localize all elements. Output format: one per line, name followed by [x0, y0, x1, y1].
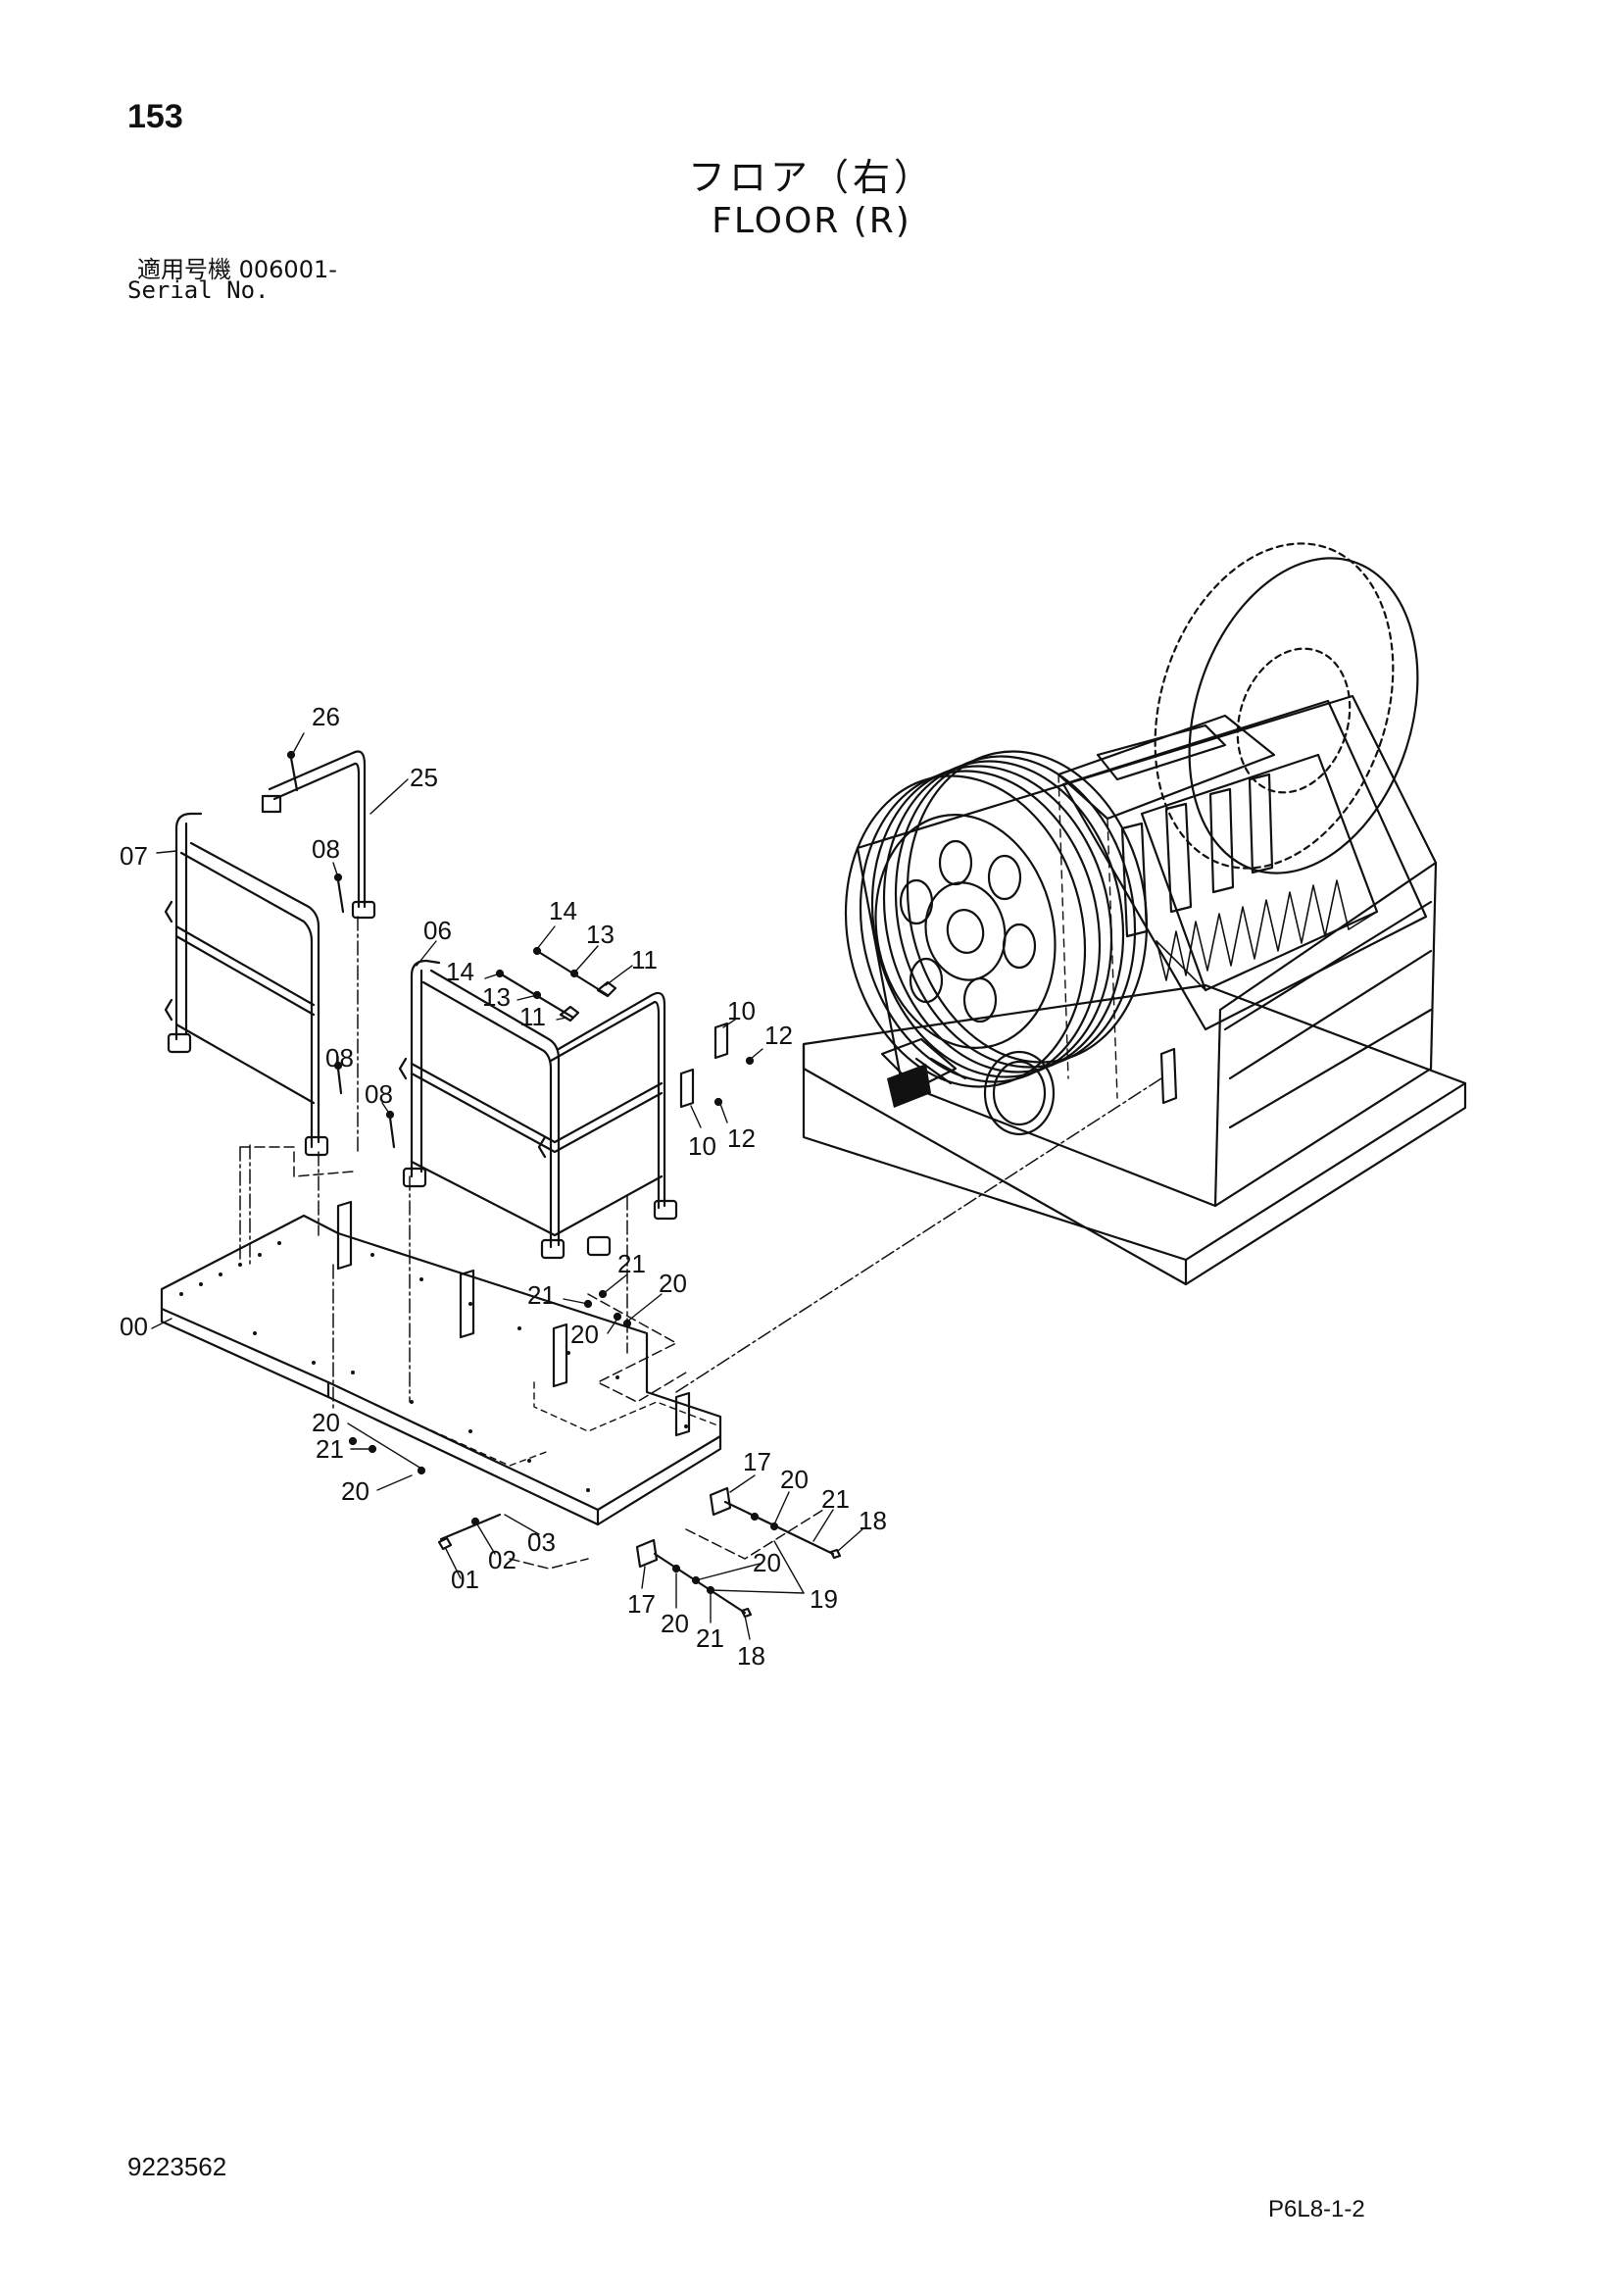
callout-06: 06	[423, 916, 452, 945]
crusher-rib-2	[1228, 949, 1433, 1080]
callout-25: 25	[410, 763, 438, 792]
callout-10-b: 10	[688, 1131, 716, 1161]
callout-20-e: 20	[780, 1465, 809, 1494]
callout-20-f: 20	[753, 1548, 781, 1577]
callout-18-a: 18	[859, 1506, 887, 1535]
callout-17-b: 17	[627, 1589, 656, 1619]
pulley-left	[844, 750, 1149, 1088]
handrail-07	[164, 812, 329, 1157]
floor-plate-00	[160, 1200, 722, 1526]
hidden-edge-1	[1057, 774, 1069, 1079]
hardware-items	[286, 750, 842, 1619]
callout-17-a: 17	[743, 1447, 771, 1476]
callout-00: 00	[120, 1312, 148, 1341]
callout-21-e: 21	[696, 1623, 724, 1653]
callout-14-b: 14	[446, 957, 474, 986]
crusher-jaw-opening	[1140, 753, 1379, 992]
hidden-edge-2	[1107, 818, 1118, 1099]
callout-20-d: 20	[341, 1476, 369, 1506]
callout-labels: 26 25 07 08 08 08 06 14 13 11 14 13 11 1…	[120, 702, 887, 1671]
title-japanese: フロア（右）	[687, 156, 935, 199]
callout-10-a: 10	[727, 996, 756, 1025]
callout-21-c: 21	[316, 1434, 344, 1464]
side-cover-plate-inner	[992, 1060, 1047, 1126]
crusher-rib-3	[1228, 1008, 1433, 1129]
mount-bracket	[1159, 1047, 1178, 1105]
callout-08-a: 08	[312, 834, 340, 864]
callout-14-a: 14	[549, 896, 577, 925]
shaft-block	[1096, 724, 1227, 781]
callout-21-d: 21	[821, 1484, 850, 1514]
jaw-crusher-drawing	[802, 542, 1467, 1286]
callout-03: 03	[527, 1527, 556, 1557]
flywheel-right-hub	[1236, 647, 1352, 794]
tension-cylinder	[880, 1037, 967, 1108]
serial-label-japanese: 適用号機 006001-	[137, 256, 337, 283]
callout-18-b: 18	[737, 1641, 765, 1671]
hidden-routing-lines	[239, 1146, 824, 1570]
callout-11-a: 11	[631, 945, 658, 974]
callout-01: 01	[451, 1565, 479, 1594]
callout-08-c: 08	[365, 1079, 393, 1109]
callout-20-c: 20	[312, 1408, 340, 1437]
callout-12-a: 12	[764, 1021, 793, 1050]
side-cover-plate	[983, 1050, 1056, 1136]
callout-13-b: 13	[482, 982, 511, 1012]
callout-19: 19	[810, 1584, 838, 1614]
flywheel-right-outer	[1154, 542, 1395, 870]
handrail-25	[261, 750, 376, 920]
callout-21-b: 21	[527, 1280, 556, 1310]
callout-20-g: 20	[661, 1609, 689, 1638]
title-english: FLOOR (R)	[712, 201, 911, 241]
sheet-reference: P6L8-1-2	[1268, 2196, 1365, 2222]
serial-label-english: Serial No.	[127, 276, 270, 304]
callout-26: 26	[312, 702, 340, 731]
callout-20-a: 20	[659, 1269, 687, 1298]
crusher-body-edge	[1213, 861, 1438, 1208]
crusher-base-top	[802, 983, 1467, 1262]
callout-20-b: 20	[570, 1320, 599, 1349]
callout-13-a: 13	[586, 920, 615, 949]
flywheel-right-rim	[1188, 557, 1419, 874]
callout-12-b: 12	[727, 1123, 756, 1153]
handrail-06	[398, 959, 678, 1260]
callout-11-b: 11	[519, 1002, 546, 1031]
jaw-teeth	[1156, 879, 1378, 991]
callout-02: 02	[488, 1545, 516, 1574]
document-number: 9223562	[127, 2152, 227, 2181]
callout-21-a: 21	[617, 1249, 646, 1278]
assembly-center-lines	[239, 916, 1162, 1413]
callout-07: 07	[120, 841, 148, 871]
callout-08-b: 08	[325, 1043, 354, 1073]
crusher-fins	[1120, 773, 1274, 938]
callout-leaders	[151, 732, 863, 1640]
page-number: 153	[127, 98, 183, 135]
